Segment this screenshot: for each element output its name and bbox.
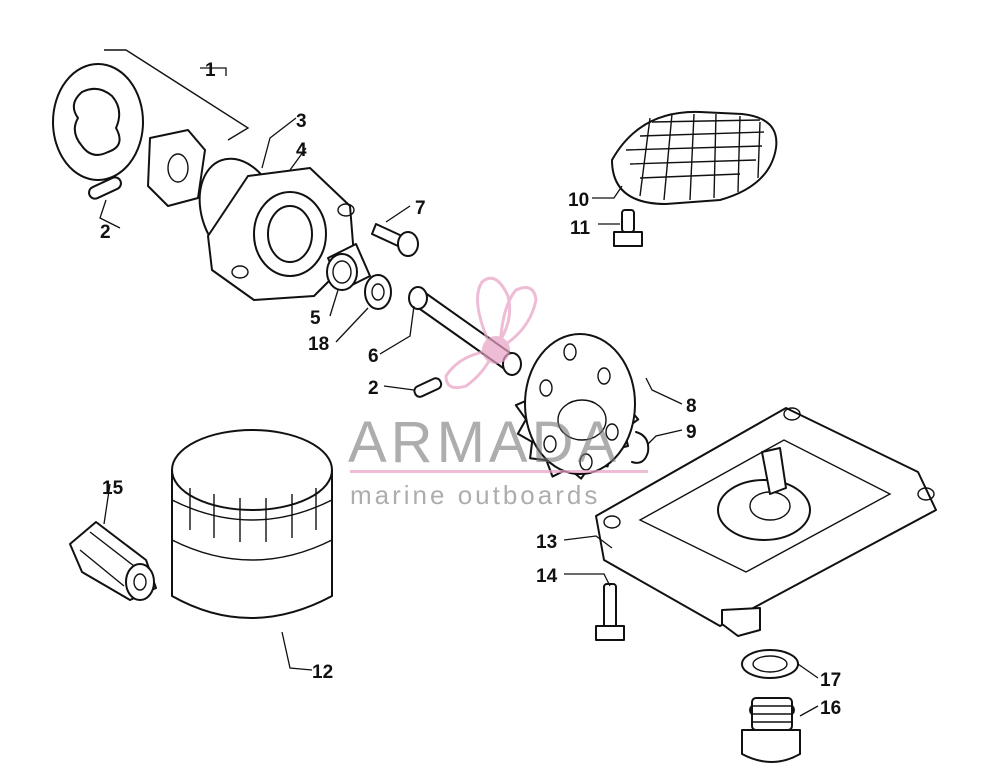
watermark-brand: ARMADA — [348, 410, 620, 475]
part-8-drive-gear — [514, 333, 640, 480]
part-11-bolt — [613, 209, 643, 247]
part-14-bolt — [595, 583, 625, 641]
armada-watermark: ARMADA marine outboards — [348, 276, 648, 510]
callout-5: 5 — [310, 308, 321, 329]
part-12-oil-filter — [171, 429, 333, 619]
part-5-bushing — [326, 243, 371, 291]
callout-10: 10 — [568, 190, 589, 211]
part-15-pressure-switch — [69, 521, 157, 601]
callout-15: 15 — [102, 478, 124, 499]
callout-4: 4 — [296, 140, 307, 161]
callout-labels: 1 2 3 4 7 5 18 6 2 8 9 10 11 13 14 15 12… — [100, 60, 841, 719]
leader-lines — [99, 67, 819, 717]
part-18-washer — [364, 274, 392, 310]
callout-3: 3 — [296, 111, 307, 132]
callout-13: 13 — [536, 532, 557, 553]
part-7-screw — [371, 223, 419, 257]
part-16-drain-plug — [741, 697, 801, 763]
part-1-pump-rotors — [52, 49, 250, 207]
callout-1: 1 — [205, 60, 216, 81]
callout-7: 7 — [415, 198, 426, 219]
part-4-pump-housing — [207, 167, 355, 301]
callout-2-lower: 2 — [368, 378, 379, 399]
watermark-tagline: marine outboards — [350, 480, 600, 510]
callout-11: 11 — [570, 218, 591, 239]
part-10-strainer-screen — [611, 110, 778, 205]
callout-2-upper: 2 — [100, 222, 111, 243]
part-2-pin-lower — [413, 377, 443, 398]
callout-16: 16 — [820, 698, 841, 719]
callout-9: 9 — [686, 422, 697, 443]
part-17-gasket — [741, 649, 799, 679]
watermark-accent-line — [350, 470, 648, 473]
part-13-oil-pan — [595, 407, 937, 637]
callout-8: 8 — [686, 396, 697, 417]
callout-18: 18 — [308, 334, 329, 355]
part-9-circlip — [631, 431, 650, 464]
callout-14: 14 — [536, 566, 558, 587]
callout-12: 12 — [312, 662, 333, 683]
callout-6: 6 — [368, 346, 379, 367]
callout-17: 17 — [820, 670, 841, 691]
propeller-logo-icon — [444, 276, 538, 390]
part-2-pin-upper — [88, 176, 122, 200]
